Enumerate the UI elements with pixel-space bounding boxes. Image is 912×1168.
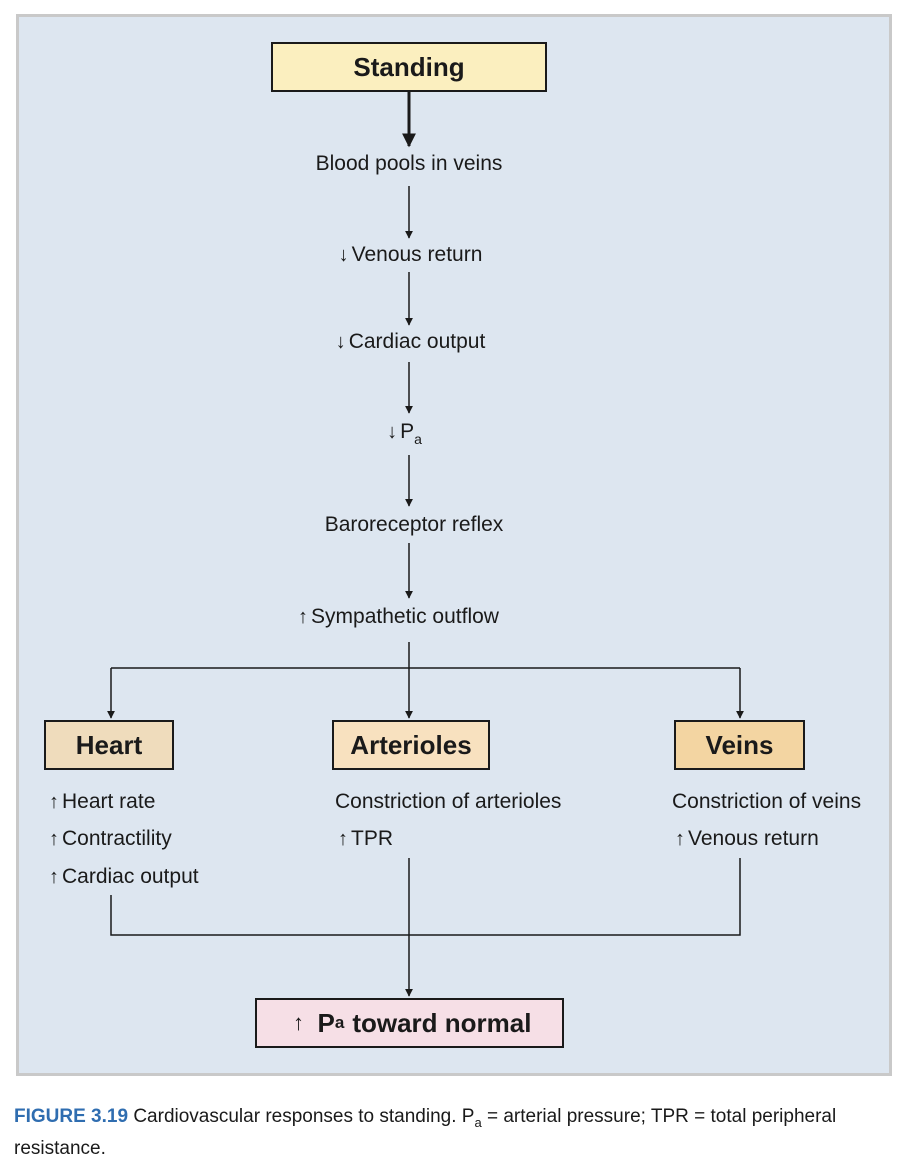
- up-arrow-icon: ↑: [49, 866, 59, 888]
- down-arrow-icon: ↓: [338, 244, 349, 266]
- standing-box: Standing: [271, 42, 547, 92]
- step-cardiac-output: ↓Cardiac output: [333, 330, 486, 354]
- up-arrow-icon: ↑: [675, 828, 685, 850]
- veins-effect-constriction: Constriction of veins: [672, 790, 862, 813]
- up-arrow-icon: ↑: [338, 828, 348, 850]
- heart-effect-contractility: ↑Contractility: [46, 827, 172, 851]
- heart-effect-cardiac-output: ↑Cardiac output: [46, 865, 199, 889]
- step-sympathetic: ↑Sympathetic outflow: [295, 605, 499, 629]
- up-arrow-icon: ↑: [49, 828, 59, 850]
- up-arrow-icon: ↑: [49, 791, 59, 813]
- veins-effect-venous-return: ↑Venous return: [672, 827, 819, 851]
- step-blood-pools: Blood pools in veins: [315, 152, 503, 175]
- arterioles-effect-tpr: ↑TPR: [335, 827, 393, 851]
- figure-caption: FIGURE 3.19 Cardiovascular responses to …: [14, 1106, 837, 1159]
- step-pa: ↓Pa: [384, 420, 422, 451]
- up-arrow-icon: ↑: [298, 606, 309, 628]
- step-baroreceptor: Baroreceptor reflex: [324, 513, 504, 536]
- down-arrow-icon: ↓: [335, 331, 346, 353]
- arterioles-effect-constriction: Constriction of arterioles: [335, 790, 562, 813]
- step-venous-return: ↓Venous return: [336, 243, 483, 267]
- heart-box: Heart: [44, 720, 174, 770]
- veins-box: Veins: [674, 720, 805, 770]
- figure-label: FIGURE 3.19: [14, 1106, 129, 1127]
- down-arrow-icon: ↓: [387, 421, 398, 443]
- heart-effect-rate: ↑Heart rate: [46, 790, 155, 814]
- up-arrow-icon: ↑: [293, 1010, 305, 1035]
- arterioles-box: Arterioles: [332, 720, 490, 770]
